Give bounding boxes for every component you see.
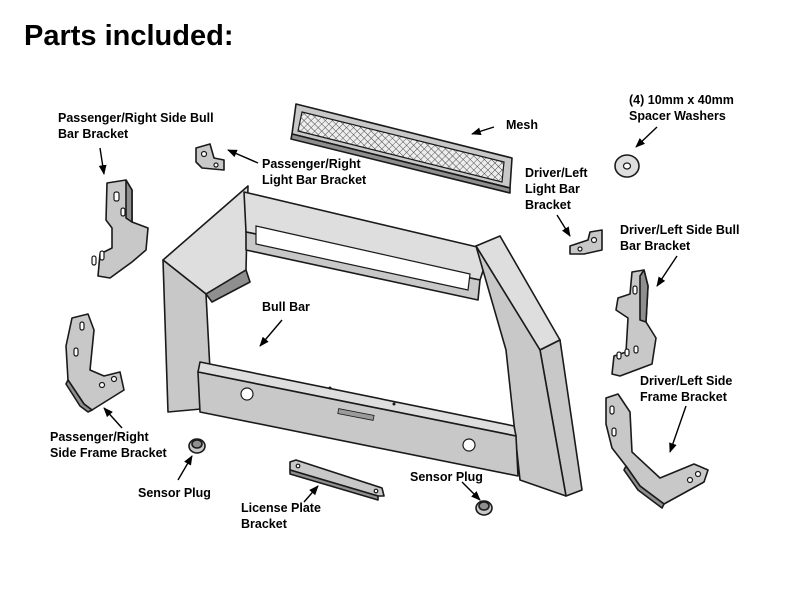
license-plate-bracket-arrow — [303, 485, 319, 503]
driver-bull-bar-bracket-part — [611, 269, 657, 377]
bull-bar-part — [162, 185, 583, 497]
passenger-bull-bar-bracket-part — [91, 179, 149, 279]
driver-bull-bar-bracket-arrow — [656, 255, 678, 287]
passenger-frame-bracket-part — [65, 313, 125, 413]
sensor-plug-left-part — [188, 438, 206, 454]
driver-frame-bracket-arrow — [669, 405, 687, 453]
driver-frame-bracket-part — [605, 393, 709, 509]
passenger-bull-bar-bracket-arrow — [98, 147, 107, 175]
driver-light-bar-bracket-arrow — [556, 214, 571, 237]
driver-frame-bracket-label: Driver/Left Side Frame Bracket — [640, 374, 733, 404]
license-plate-bracket-part — [289, 459, 385, 501]
driver-bull-bar-bracket-label: Driver/Left Side Bull Bar Bracket — [620, 223, 740, 253]
driver-light-bar-bracket-part — [569, 229, 603, 255]
passenger-frame-bracket-label: Passenger/Right Side Frame Bracket — [50, 430, 167, 460]
sensor-plug-left-label: Sensor Plug — [138, 486, 211, 500]
bull-bar-arrow — [259, 319, 283, 347]
spacer-washer-part — [614, 154, 640, 178]
page-title: Parts included: — [24, 20, 234, 52]
passenger-light-bar-bracket-part — [195, 143, 225, 171]
driver-light-bar-bracket-label: Driver/Left Light Bar Bracket — [525, 166, 588, 212]
mesh-label: Mesh — [506, 118, 538, 132]
sensor-plug-right-label: Sensor Plug — [410, 470, 483, 484]
mesh-arrow — [471, 126, 495, 136]
mesh-part — [290, 103, 513, 194]
sensor-plug-right-part — [475, 500, 493, 516]
spacer-washers-arrow — [635, 126, 658, 148]
bull-bar-label: Bull Bar — [262, 300, 310, 314]
spacer-washers-label: (4) 10mm x 40mm Spacer Washers — [629, 93, 734, 123]
passenger-light-bar-bracket-arrow — [227, 149, 259, 164]
passenger-bull-bar-bracket-label: Passenger/Right Side Bull Bar Bracket — [58, 111, 214, 141]
passenger-light-bar-bracket-label: Passenger/Right Light Bar Bracket — [262, 157, 367, 187]
sensor-plug-right-arrow — [461, 481, 481, 501]
license-plate-bracket-label: License Plate Bracket — [241, 501, 321, 531]
passenger-frame-bracket-arrow — [103, 407, 123, 429]
sensor-plug-left-arrow — [177, 455, 193, 481]
